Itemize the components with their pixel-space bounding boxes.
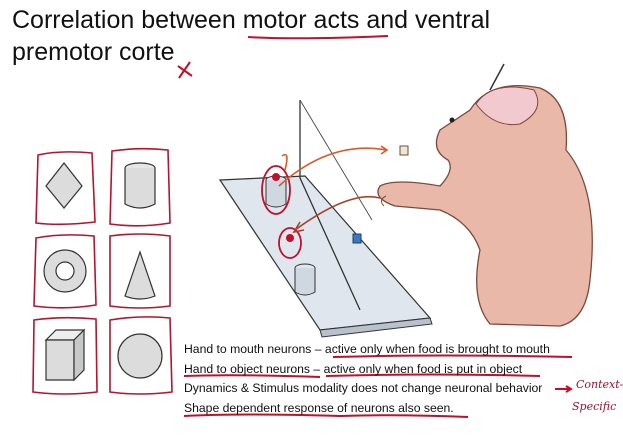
shape-cards <box>33 149 172 394</box>
food-item <box>400 146 408 155</box>
card-cone <box>110 234 170 308</box>
card-cube <box>33 318 97 394</box>
container-bottom <box>295 264 315 295</box>
experiment-board <box>220 100 432 337</box>
card-ring <box>34 235 96 308</box>
bullet-list: Hand to mouth neurons – active only when… <box>184 340 550 418</box>
note-context: Context- <box>576 378 623 391</box>
card-diamond <box>36 152 95 224</box>
card-sphere <box>110 317 172 394</box>
bullet-shape-dependent: Shape dependent response of neurons also… <box>184 399 550 419</box>
note-specific: Specific <box>572 400 616 413</box>
bullet-hand-to-mouth: Hand to mouth neurons – active only when… <box>184 340 550 360</box>
bullet-hand-to-object: Hand to object neurons – active only whe… <box>184 360 550 380</box>
card-cylinder <box>110 149 170 226</box>
title-underline-annotations <box>178 36 388 78</box>
bullet-dynamics: Dynamics & Stimulus modality does not ch… <box>184 379 550 399</box>
blue-object <box>353 234 361 243</box>
monkey-figure <box>378 64 592 326</box>
